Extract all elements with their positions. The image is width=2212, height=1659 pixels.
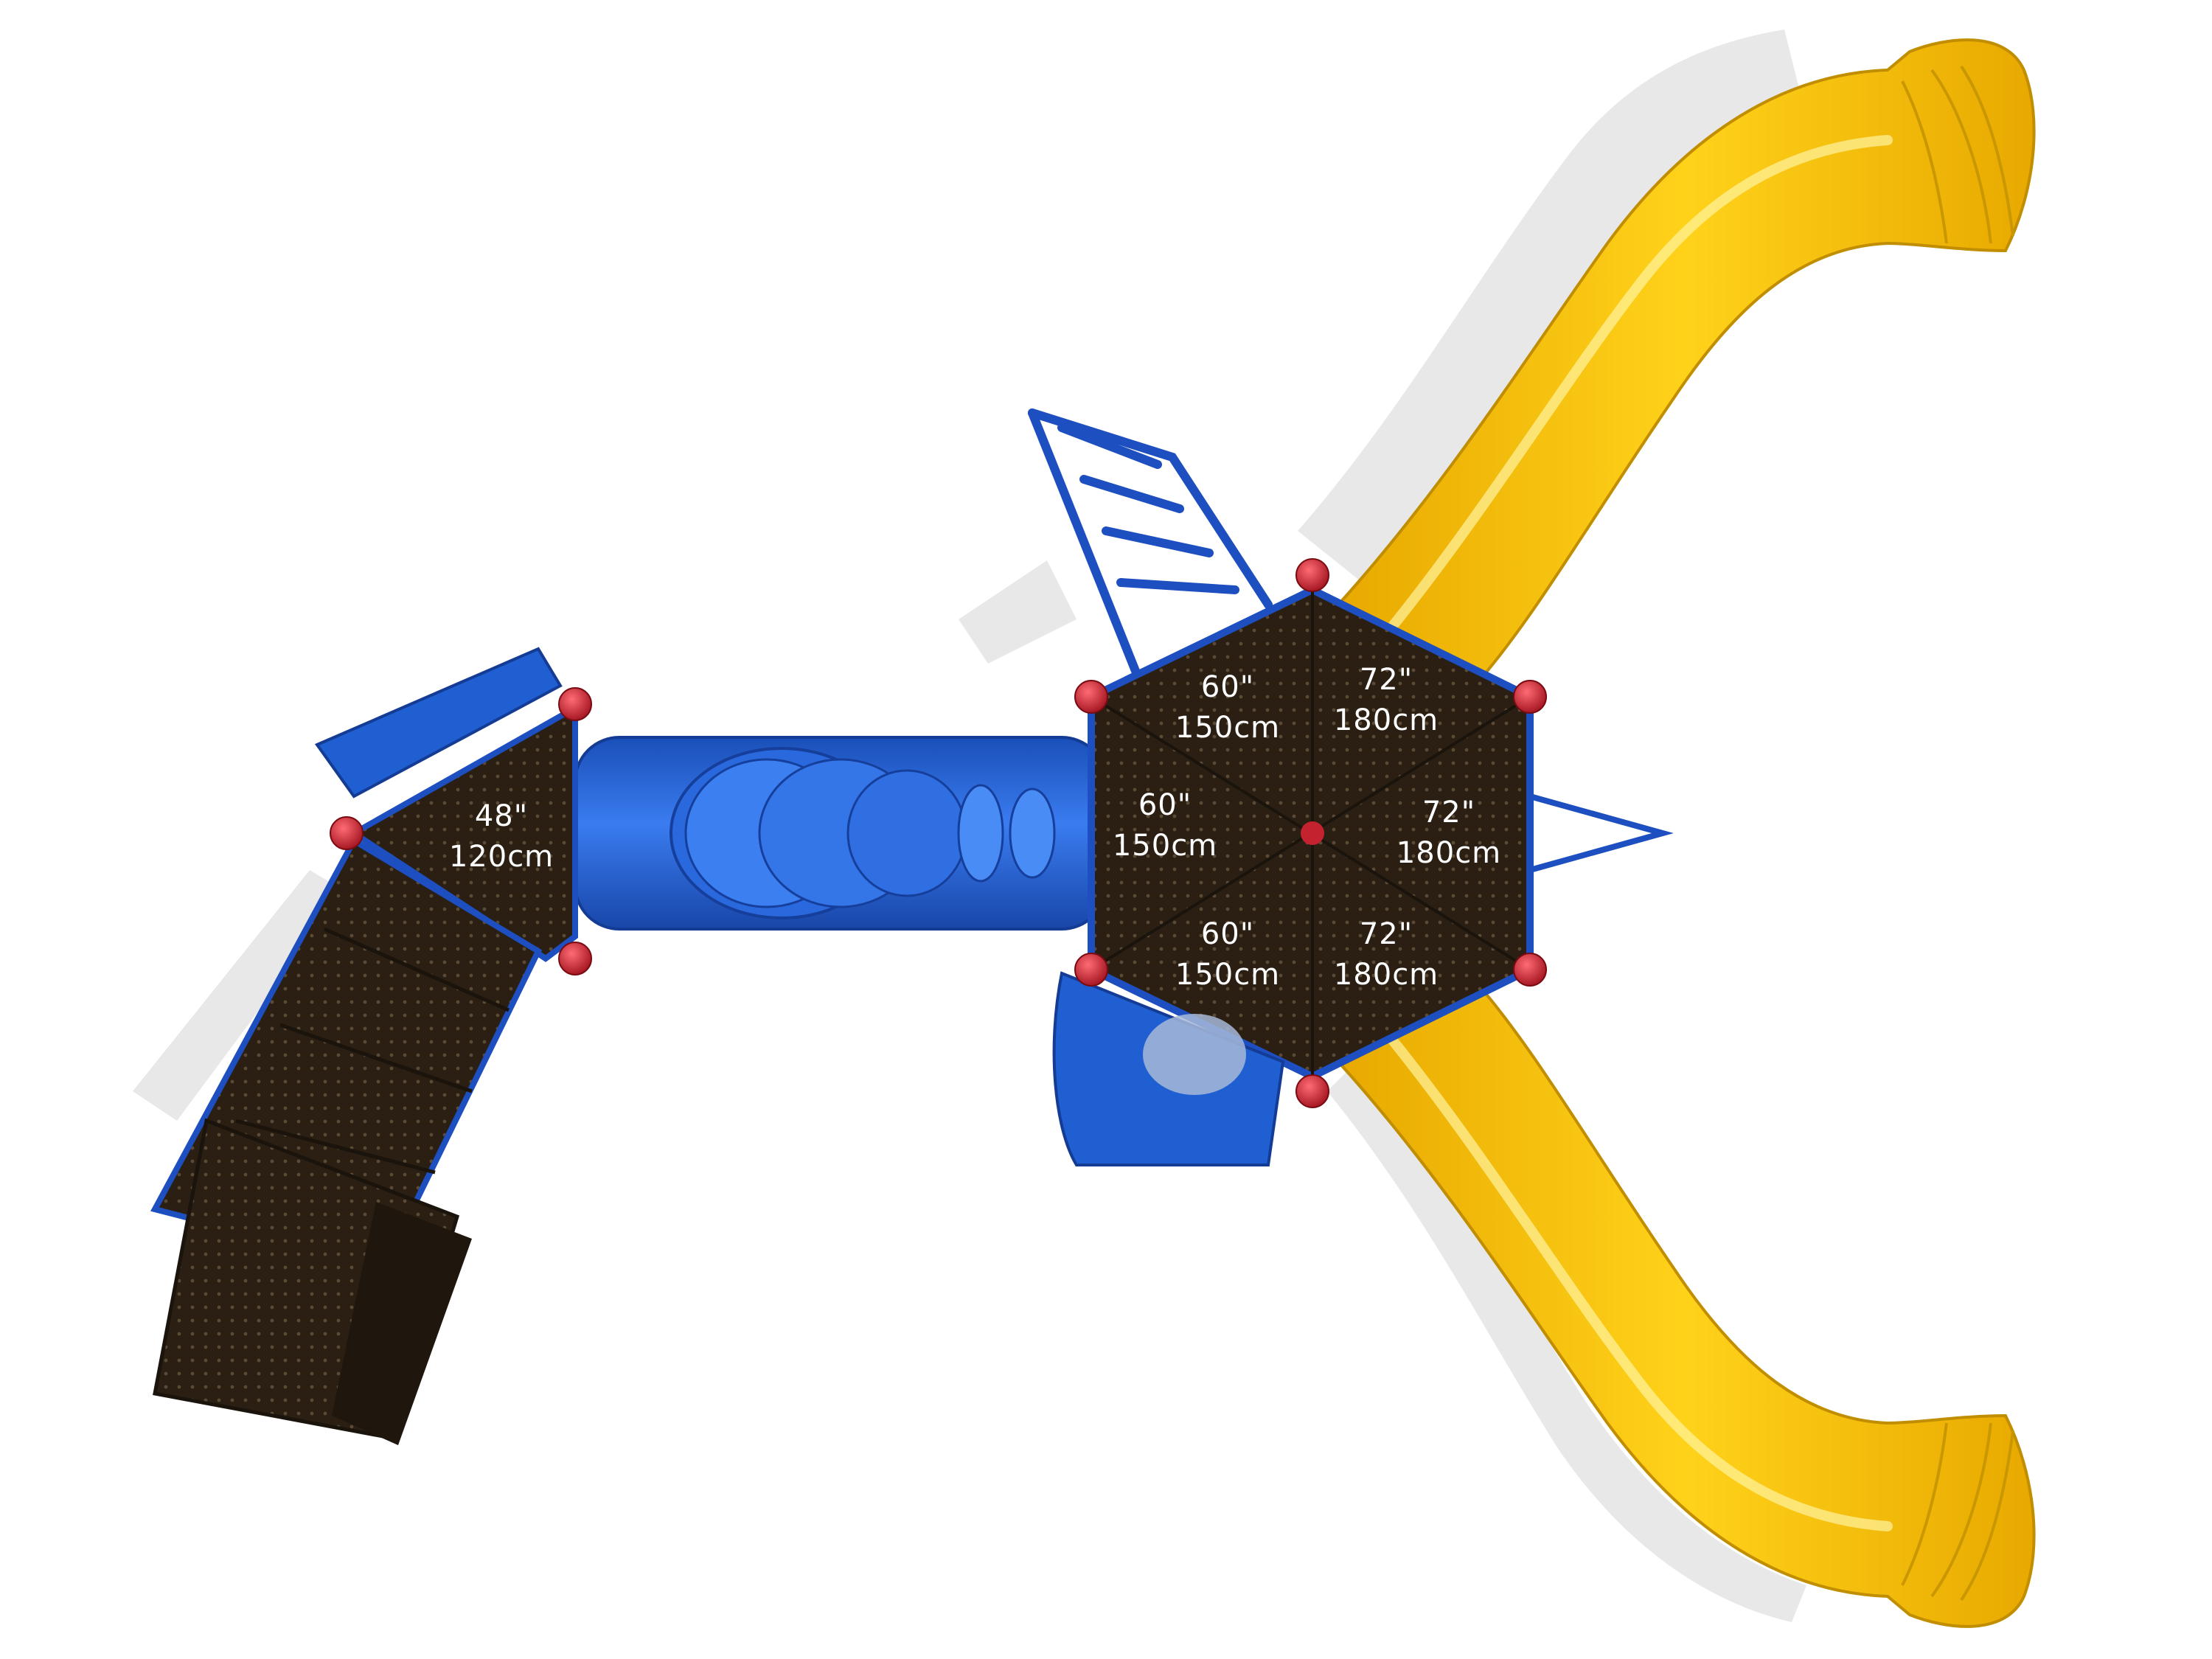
deck-label-hex-right-cm: 180cm	[1397, 836, 1501, 870]
side-rail-icon	[1528, 793, 1674, 873]
deck-label-left-square-in: 48"	[475, 799, 528, 833]
deck-label-hex-right-in: 72"	[1422, 796, 1475, 830]
deck-labels: 48" 120cm 60" 150cm 60" 150cm 60" 150cm …	[449, 663, 1501, 992]
deck-label-hex-top-left-cm: 150cm	[1175, 711, 1280, 745]
step-ramp-icon	[150, 836, 543, 1445]
deck-label-hex-left-cm: 150cm	[1113, 829, 1217, 863]
bubble-panel-icon	[1052, 971, 1285, 1166]
square-deck-icon	[314, 647, 578, 962]
deck-label-hex-bottom-right-in: 72"	[1360, 917, 1413, 951]
deck-label-left-square-cm: 120cm	[449, 840, 554, 874]
post-caps	[330, 558, 1547, 1108]
deck-label-hex-top-left-in: 60"	[1201, 670, 1254, 704]
wave-slide-bottom-icon	[1335, 978, 2036, 1628]
deck-label-hex-bottom-right-cm: 180cm	[1334, 958, 1439, 992]
wave-slide-top-icon	[1335, 38, 2036, 688]
deck-label-hex-top-right-cm: 180cm	[1334, 703, 1439, 737]
deck-label-hex-top-right-in: 72"	[1360, 663, 1413, 697]
deck-label-hex-bottom-left-cm: 150cm	[1175, 958, 1280, 992]
overhead-ladder-icon	[1028, 408, 1273, 675]
deck-label-hex-left-in: 60"	[1138, 788, 1192, 822]
tube-crawl-icon	[574, 736, 1107, 931]
deck-label-hex-bottom-left-in: 60"	[1201, 917, 1254, 951]
